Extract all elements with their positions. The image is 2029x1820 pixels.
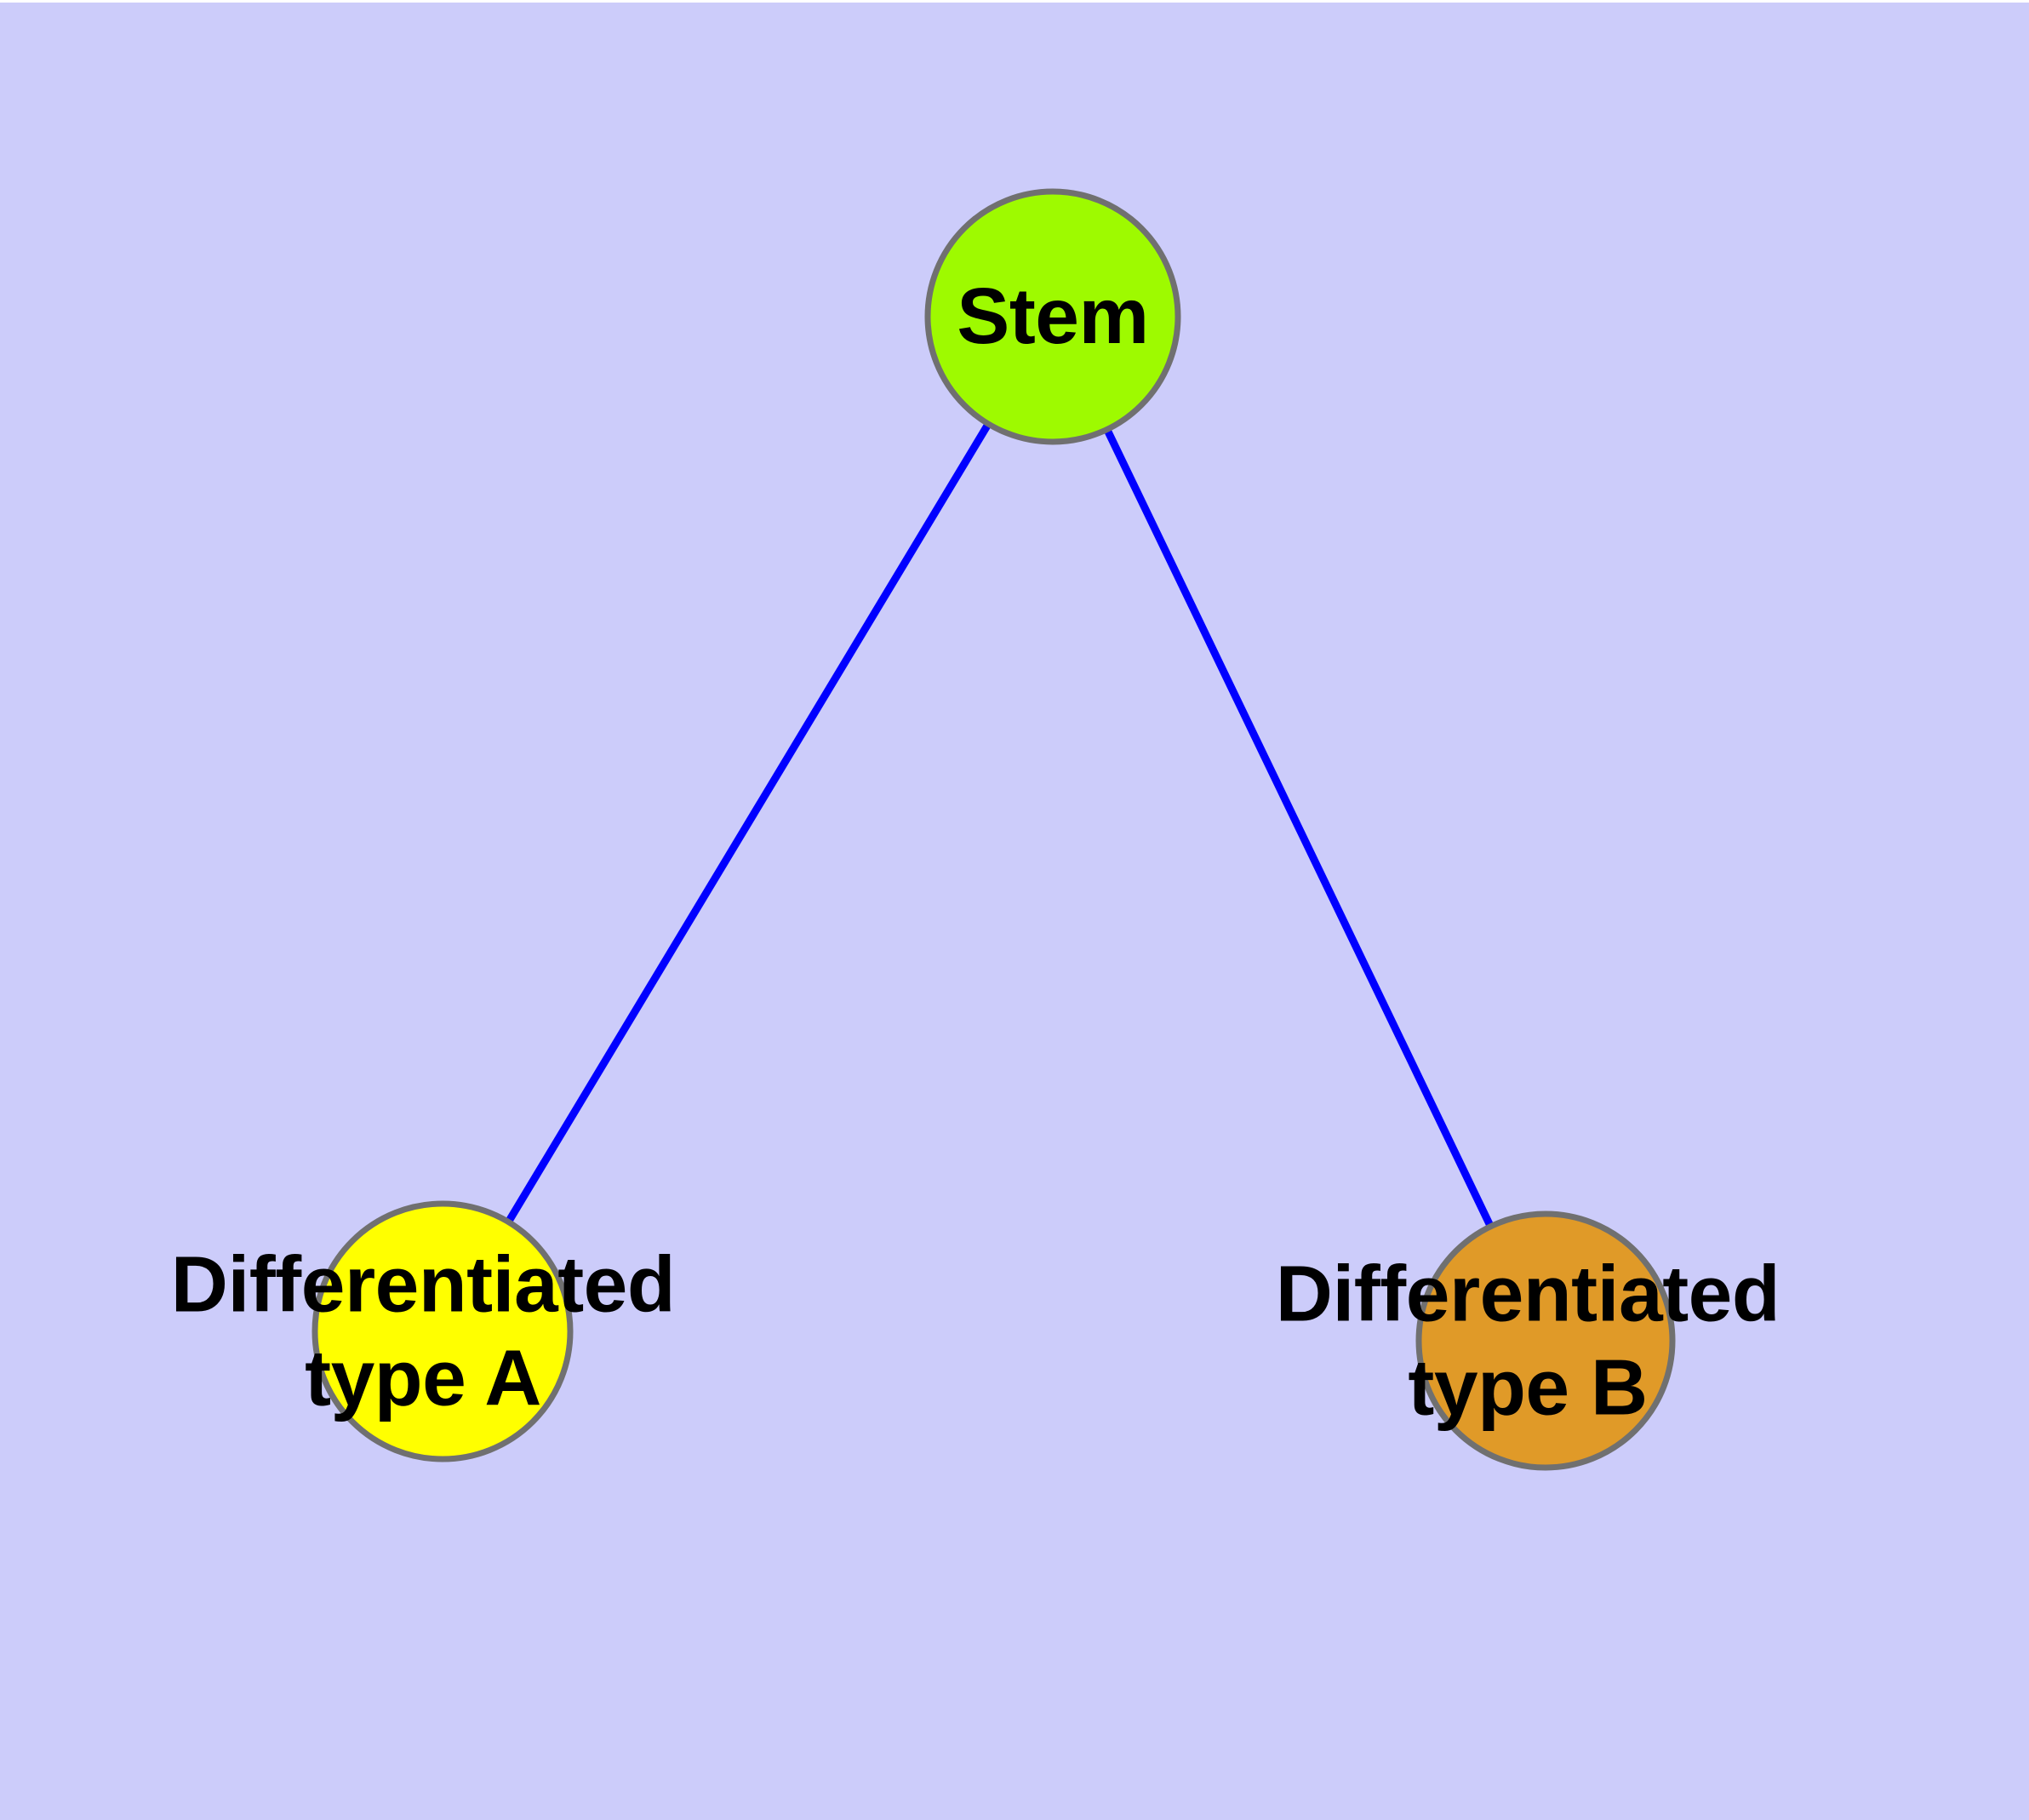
node-differentiated-type-b[interactable] (1415, 1210, 1676, 1471)
node-differentiated-type-a[interactable] (311, 1200, 574, 1462)
edge-stem-diff-a[interactable] (439, 314, 1056, 1334)
node-stem[interactable] (924, 188, 1181, 445)
edge-stem-diff-b[interactable] (1049, 315, 1550, 1342)
